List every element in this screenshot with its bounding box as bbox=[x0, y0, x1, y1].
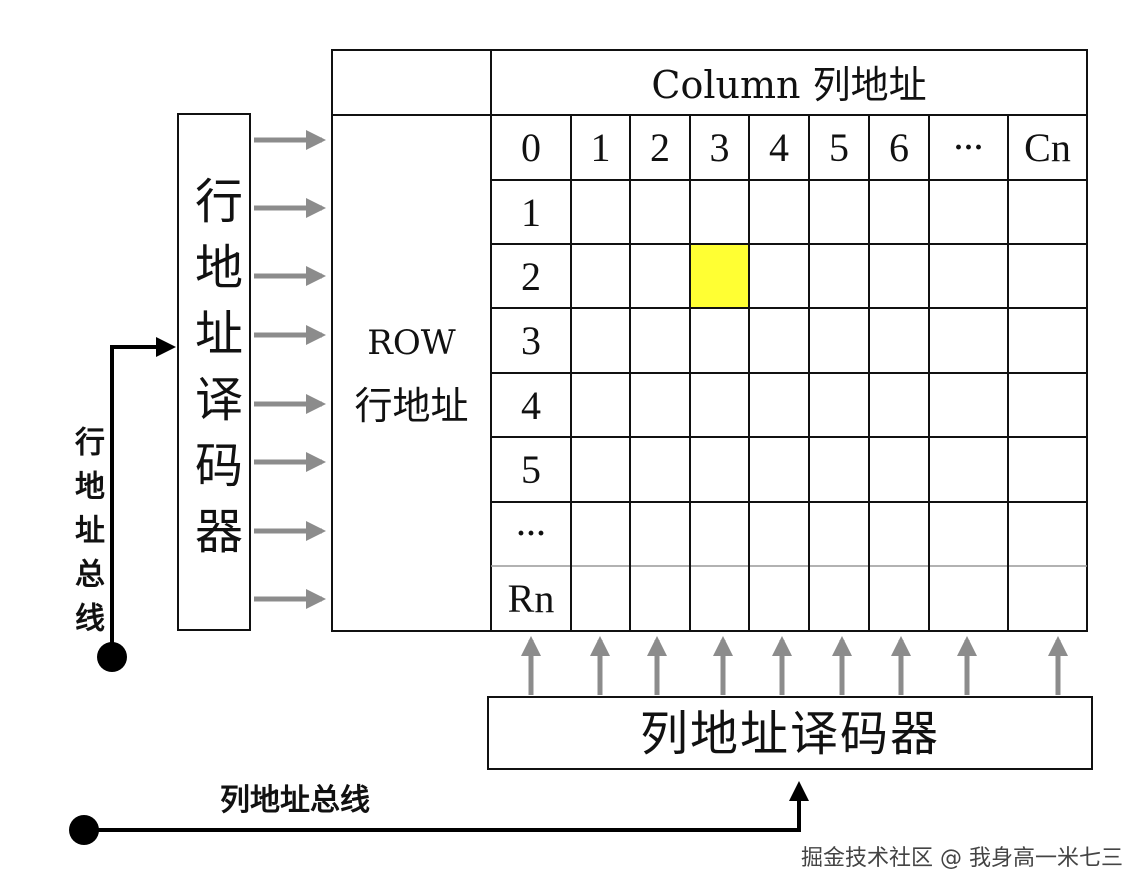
column-decoder-arrows bbox=[521, 636, 1068, 695]
row-index-2: 2 bbox=[521, 253, 541, 299]
row-bus-text: 行地址总线 bbox=[69, 426, 104, 646]
row-decoder-box bbox=[177, 113, 251, 631]
row-index-1: 1 bbox=[521, 189, 541, 235]
column-index-1: 1 bbox=[590, 125, 611, 170]
column-index-cn: Cn bbox=[1024, 125, 1071, 170]
row-decoder-label: 行地址译码器 bbox=[178, 176, 250, 572]
column-bus-label: 列地址总线 bbox=[220, 783, 370, 818]
column-decoder-box bbox=[487, 696, 1093, 770]
memory-array-grid bbox=[331, 49, 1088, 632]
row-address-bus bbox=[97, 337, 176, 672]
row-address-header-cn: 行地址 bbox=[354, 384, 469, 428]
row-index-4: 4 bbox=[521, 382, 541, 428]
row-bus-label: 行地址总线 bbox=[64, 426, 108, 646]
column-index-2: 2 bbox=[650, 125, 670, 170]
row-decoder-text: 行地址译码器 bbox=[186, 176, 242, 572]
watermark-text: 掘金技术社区 @ 我身高一米七三 bbox=[801, 846, 1123, 871]
row-address-header-en: ROW bbox=[367, 323, 456, 363]
row-index-rn: Rn bbox=[507, 576, 555, 621]
column-index-5: 5 bbox=[829, 125, 849, 170]
row-index-ellipsis: ··· bbox=[515, 517, 546, 550]
column-index-6: 6 bbox=[889, 125, 909, 170]
selected-memory-cell bbox=[690, 244, 749, 308]
column-index-0: 0 bbox=[521, 125, 541, 170]
row-decoder-arrows bbox=[254, 130, 326, 609]
column-address-bus bbox=[69, 781, 809, 845]
column-decoder-label: 列地址译码器 bbox=[639, 706, 940, 762]
column-index-ellipsis: ··· bbox=[953, 130, 984, 164]
column-address-header: Column 列地址 bbox=[651, 63, 927, 107]
row-index-3: 3 bbox=[521, 318, 541, 363]
column-index-3: 3 bbox=[709, 125, 730, 170]
column-index-4: 4 bbox=[769, 125, 789, 170]
row-index-5: 5 bbox=[521, 447, 541, 492]
